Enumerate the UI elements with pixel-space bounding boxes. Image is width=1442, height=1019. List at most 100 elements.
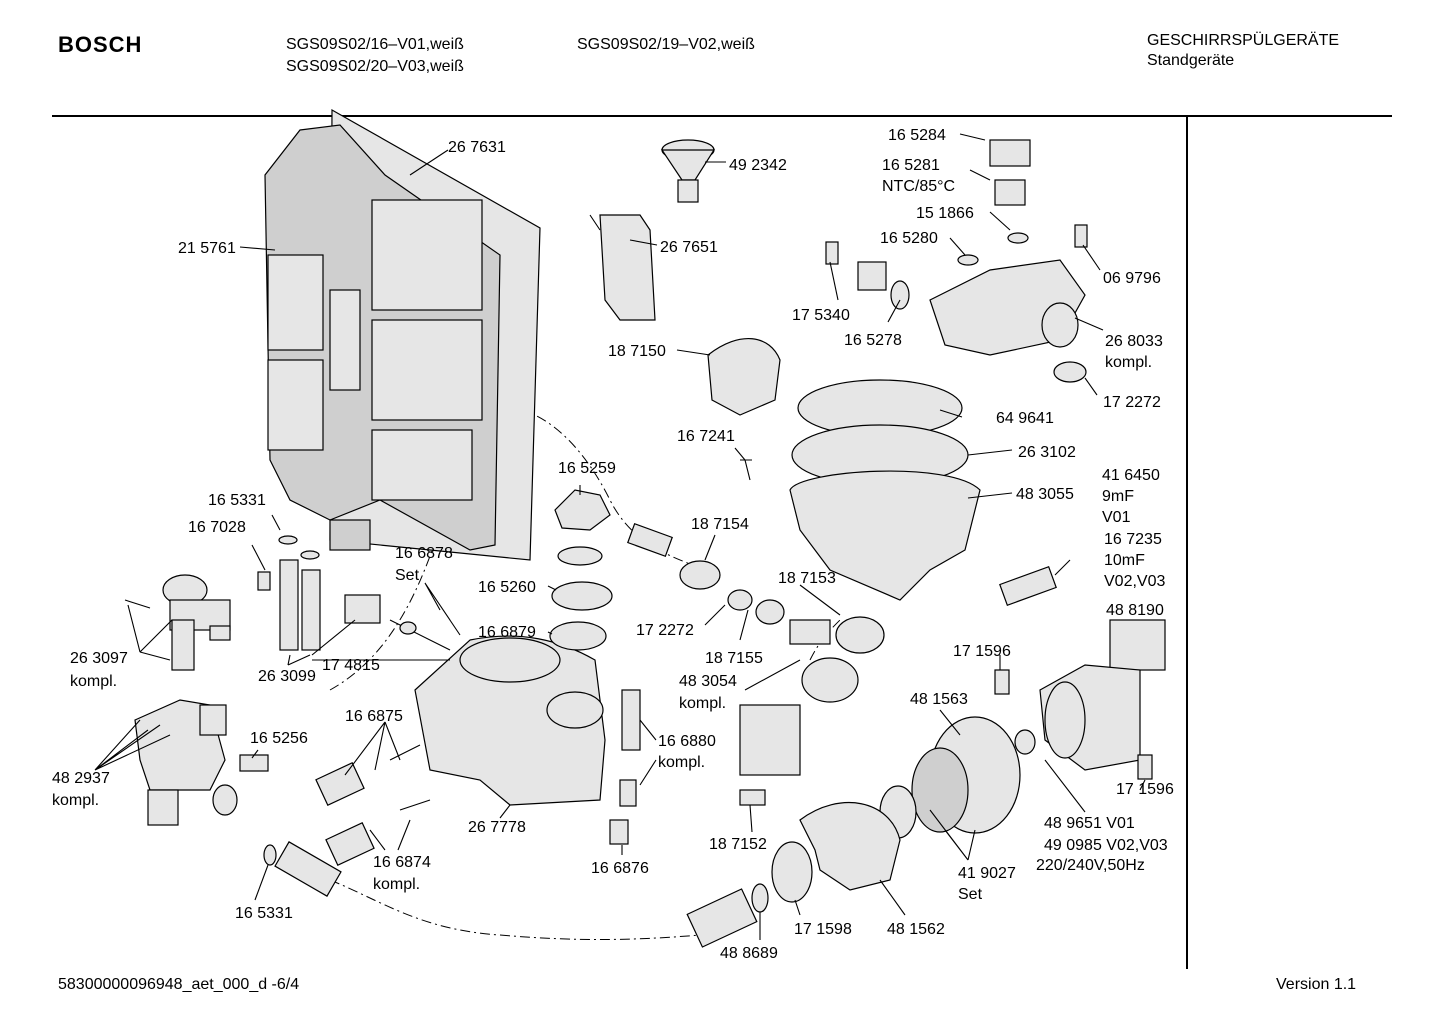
label-268033: 26 8033	[1105, 333, 1163, 350]
label-172272-mid: 17 2272	[636, 622, 694, 639]
drain-path-dashed	[329, 879, 701, 941]
brand-logo: BOSCH	[58, 32, 143, 57]
label-165331-bottom: 16 5331	[235, 905, 293, 922]
label-171596-top: 17 1596	[953, 643, 1011, 660]
drain-hose-part	[686, 883, 769, 948]
spring-hoses-part	[278, 535, 321, 651]
label-166880: 16 6880	[658, 733, 716, 750]
label-481563: 48 1563	[910, 691, 968, 708]
water-softener-part	[414, 635, 606, 806]
float-part	[619, 689, 641, 807]
label-165278: 16 5278	[844, 332, 902, 349]
label-490985: 49 0985 V02,V03	[1044, 837, 1168, 854]
label-263097-kompl: kompl.	[70, 673, 117, 690]
label-166875: 16 6875	[345, 708, 403, 725]
label-171596-bottom: 17 1596	[1116, 781, 1174, 798]
document-id: 58300000096948_aet_000_d -6/4	[58, 976, 300, 993]
label-419027-set: Set	[958, 886, 983, 903]
label-267651: 26 7651	[660, 239, 718, 256]
label-489651: 48 9651 V01	[1044, 815, 1135, 832]
label-215761: 21 5761	[178, 240, 236, 257]
label-482937: 48 2937	[52, 770, 110, 787]
version-label: Version 1.1	[1276, 976, 1357, 993]
funnel-part	[660, 139, 716, 203]
model-number-2: SGS09S02/20–V03,weiß	[286, 58, 464, 75]
valve-parts	[315, 744, 431, 866]
label-263099: 26 3099	[258, 668, 316, 685]
label-483054: 48 3054	[679, 673, 737, 690]
label-167235: 16 7235	[1104, 531, 1162, 548]
screw-part	[740, 459, 752, 481]
heater-valve-assembly-part	[825, 139, 1088, 383]
label-488190: 48 8190	[1106, 602, 1164, 619]
label-187153: 18 7153	[778, 570, 836, 587]
measuring-jug-part	[589, 214, 656, 321]
label-171598: 17 1598	[794, 921, 852, 938]
label-263097: 26 3097	[70, 650, 128, 667]
label-165281: 16 5281	[882, 157, 940, 174]
label-267778: 26 7778	[468, 819, 526, 836]
label-416450: 41 6450	[1102, 467, 1160, 484]
label-483054-kompl: kompl.	[679, 695, 726, 712]
hose-clip-part	[257, 571, 271, 591]
label-10mf: 10mF	[1104, 552, 1145, 569]
aquastop-valve-part	[134, 699, 238, 826]
label-166878-set: Set	[395, 567, 420, 584]
inlet-valve-assembly-part	[124, 574, 231, 671]
label-268033-kompl: kompl.	[1105, 354, 1152, 371]
label-175340: 17 5340	[792, 307, 850, 324]
label-165284: 16 5284	[888, 127, 946, 144]
right-margin-divider	[1186, 117, 1188, 969]
label-069796: 06 9796	[1103, 270, 1161, 287]
pump-seal-part	[771, 841, 813, 903]
label-172272-top: 17 2272	[1103, 394, 1161, 411]
label-165256: 16 5256	[250, 730, 308, 747]
label-9mf: 9mF	[1102, 488, 1134, 505]
impeller-set-part	[879, 716, 1036, 839]
label-488689: 48 8689	[720, 945, 778, 962]
label-165259: 16 5259	[558, 460, 616, 477]
label-482937-kompl: kompl.	[52, 792, 99, 809]
label-419027: 41 9027	[958, 865, 1016, 882]
header-divider	[52, 115, 1392, 117]
sensor-part	[739, 704, 801, 776]
label-166876: 16 6876	[591, 860, 649, 877]
label-220v: 220/240V,50Hz	[1036, 857, 1145, 874]
label-263102: 26 3102	[1018, 444, 1076, 461]
label-166878: 16 6878	[395, 545, 453, 562]
label-v0203-cap: V02,V03	[1104, 573, 1165, 590]
valve-set-part	[344, 594, 451, 651]
side-panel-part	[264, 108, 541, 561]
valve-clip-part	[239, 754, 269, 772]
label-481562: 48 1562	[887, 921, 945, 938]
part-labels: 26 7631 49 2342 21 5761 26 7651 16 5284 …	[52, 127, 1174, 962]
label-267631: 26 7631	[448, 139, 506, 156]
label-187155: 18 7155	[705, 650, 763, 667]
model-number-1: SGS09S02/16–V01,weiß	[286, 36, 464, 53]
sump-bowl-part	[789, 470, 981, 601]
label-174815: 17 4815	[322, 657, 380, 674]
circulation-pump-motor-part	[994, 619, 1166, 780]
drain-pump-housing-part	[799, 802, 901, 891]
label-167241: 16 7241	[677, 428, 735, 445]
label-166880-kompl: kompl.	[658, 754, 705, 771]
inlet-hose-part	[263, 841, 342, 897]
label-166879: 16 6879	[478, 624, 536, 641]
label-v01-cap: V01	[1102, 509, 1131, 526]
label-166874: 16 6874	[373, 854, 431, 871]
label-165331-top: 16 5331	[208, 492, 266, 509]
label-165260: 16 5260	[478, 579, 536, 596]
label-649641: 64 9641	[996, 410, 1054, 427]
label-ntc: NTC/85°C	[882, 178, 955, 195]
category-title: GESCHIRRSPÜLGERÄTE	[1147, 32, 1340, 49]
label-187152: 18 7152	[709, 836, 767, 853]
label-483055: 48 3055	[1016, 486, 1074, 503]
label-165280: 16 5280	[880, 230, 938, 247]
leader-lines	[94, 133, 1146, 940]
capacitor-part	[999, 566, 1057, 606]
connecting-pipes-part	[627, 522, 885, 703]
cover-part	[707, 338, 781, 416]
clip-part	[739, 789, 766, 806]
label-167028: 16 7028	[188, 519, 246, 536]
